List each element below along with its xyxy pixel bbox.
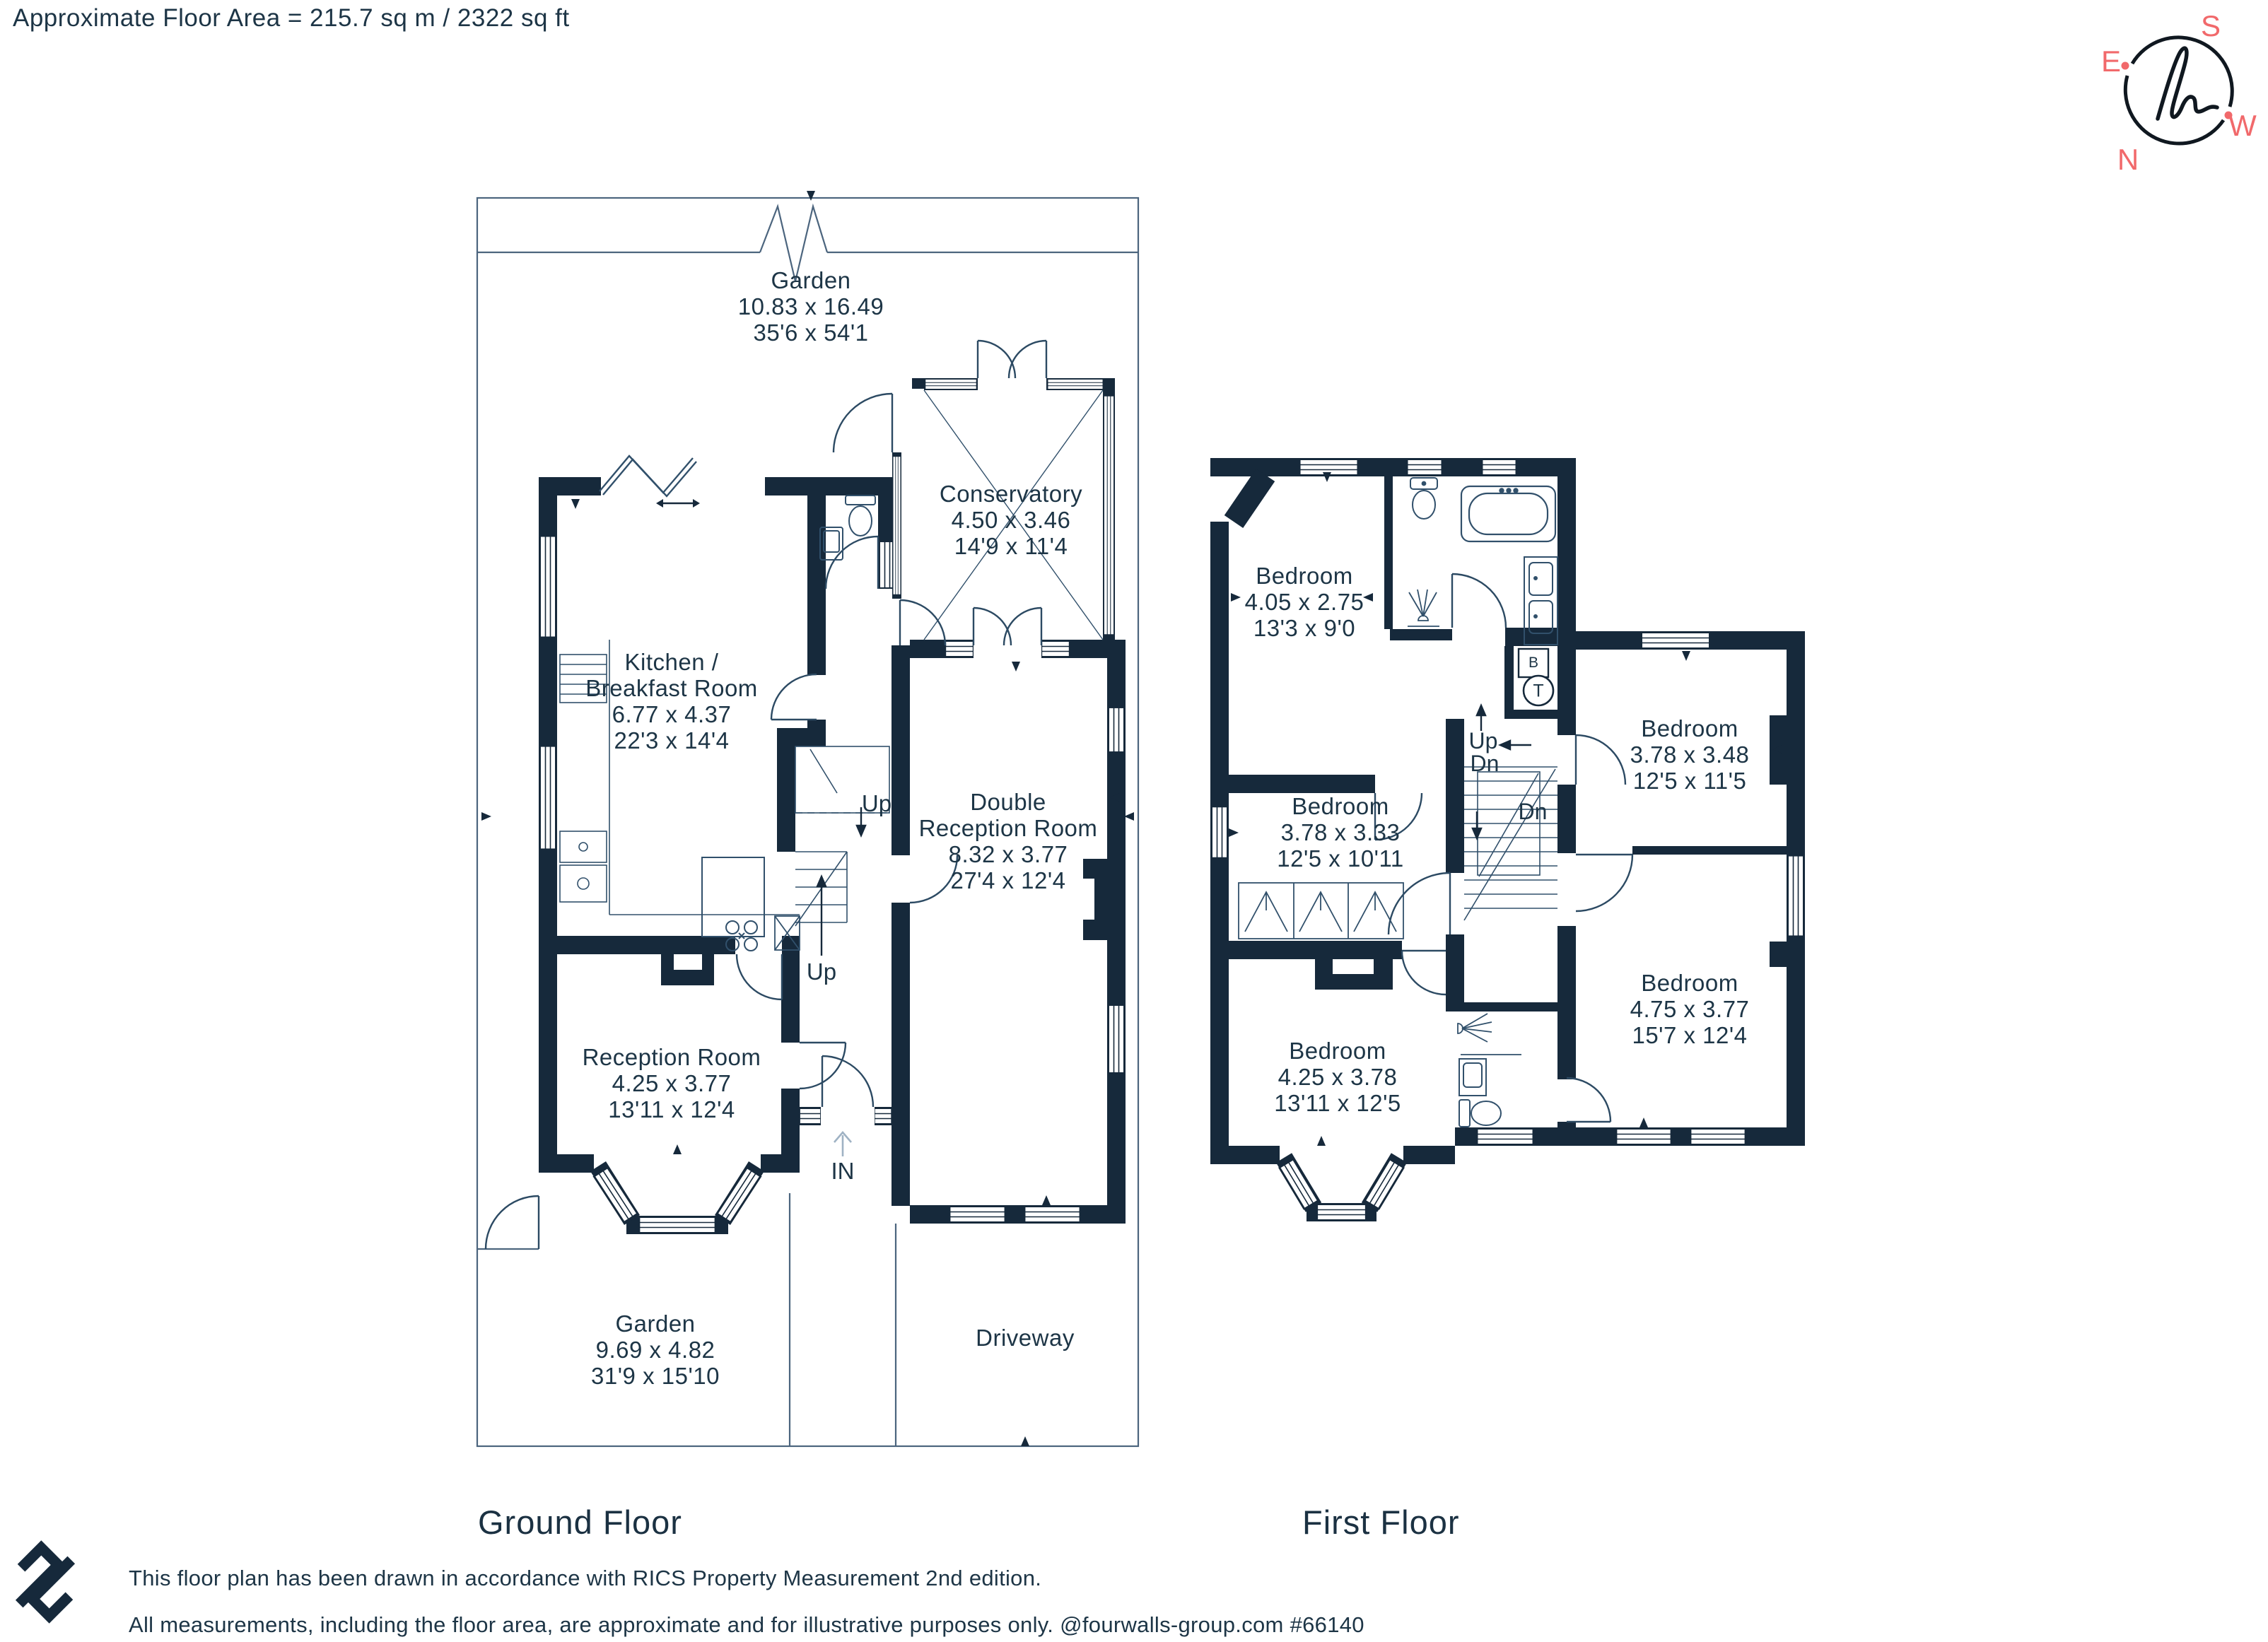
footer-disclaimer-line1: This floor plan has been drawn in accord…	[129, 1566, 1042, 1590]
compass-icon	[2121, 35, 2234, 146]
hob-icon	[725, 920, 758, 951]
ensuite-sink-icon	[1459, 1058, 1487, 1096]
bay-window	[638, 1216, 717, 1234]
stairs-up-label: Up	[861, 790, 892, 816]
kitchen-sink-icon	[774, 915, 800, 951]
footer-disclaimer-line2: All measurements, including the floor ar…	[129, 1612, 1364, 1637]
entrance-arrow-icon	[834, 1131, 852, 1156]
wc-sink-icon	[819, 527, 843, 561]
ground-floor-plan	[476, 191, 1140, 1448]
stair-direction-arrows	[816, 807, 867, 956]
shower-icon	[1408, 589, 1439, 627]
bathroom-toilet-icon	[1410, 477, 1438, 520]
ensuite-shower-icon	[1457, 1013, 1521, 1055]
fireplace-inset	[1333, 959, 1374, 974]
first-stairs-icon	[1463, 766, 1557, 921]
ground-walls	[539, 378, 1126, 1234]
compass-west: W	[2228, 109, 2257, 142]
dimension-ticks	[481, 191, 1134, 1446]
tank-circle	[1522, 674, 1555, 707]
first-walls	[1210, 458, 1805, 1221]
boiler-label: B	[1528, 655, 1539, 671]
fireplace-inset	[1083, 879, 1094, 920]
wc-toilet-icon	[845, 495, 876, 536]
boiler-box	[1517, 647, 1550, 679]
entrance-label: IN	[831, 1158, 855, 1184]
angled-corner-wall	[1224, 468, 1275, 529]
conservatory-structure	[893, 378, 1114, 640]
stairs-down-label: Dn	[1470, 751, 1500, 776]
tank-label: T	[1533, 681, 1544, 701]
first-floor-plan	[1210, 458, 1805, 1221]
compass-south: S	[2200, 9, 2221, 42]
ground-stairs-icon	[795, 746, 890, 927]
kitchen-counter	[559, 640, 800, 915]
stairs-down-label: Dn	[1518, 799, 1548, 824]
compass-north: N	[2117, 143, 2139, 176]
floor-area-header: Approximate Floor Area = 215.7 sq m / 23…	[13, 4, 570, 32]
bath-icon	[1460, 485, 1557, 543]
room-label-driveway: Driveway	[976, 1325, 1075, 1351]
dimension-ticks	[1229, 472, 1782, 1146]
kitchen-island	[701, 857, 765, 937]
stair-direction-arrows	[1471, 703, 1531, 841]
first-doors	[1374, 573, 1634, 1123]
ground-floor-title: Ground Floor	[478, 1503, 682, 1541]
wardrobe-icon	[1238, 882, 1404, 939]
first-floor-title: First Floor	[1302, 1503, 1460, 1541]
stairs-up-label: Up	[1468, 728, 1498, 753]
garden-boundary	[476, 197, 1140, 1448]
sliding-door-arrow-icon	[656, 499, 700, 508]
garden-gate-icon	[484, 1195, 540, 1250]
ground-doors	[735, 339, 1048, 1108]
compass-logo-h	[2156, 46, 2219, 121]
fourwalls-logo-icon	[15, 1540, 76, 1624]
stairs-up-label: Up	[806, 958, 837, 985]
wall-break-icon	[599, 455, 697, 498]
ensuite-toilet-icon	[1459, 1099, 1502, 1127]
compass-east: E	[2100, 45, 2122, 78]
boundary-break-icon	[759, 203, 829, 282]
double-sink-icon	[1524, 556, 1558, 645]
fireplace-inset	[674, 954, 702, 970]
